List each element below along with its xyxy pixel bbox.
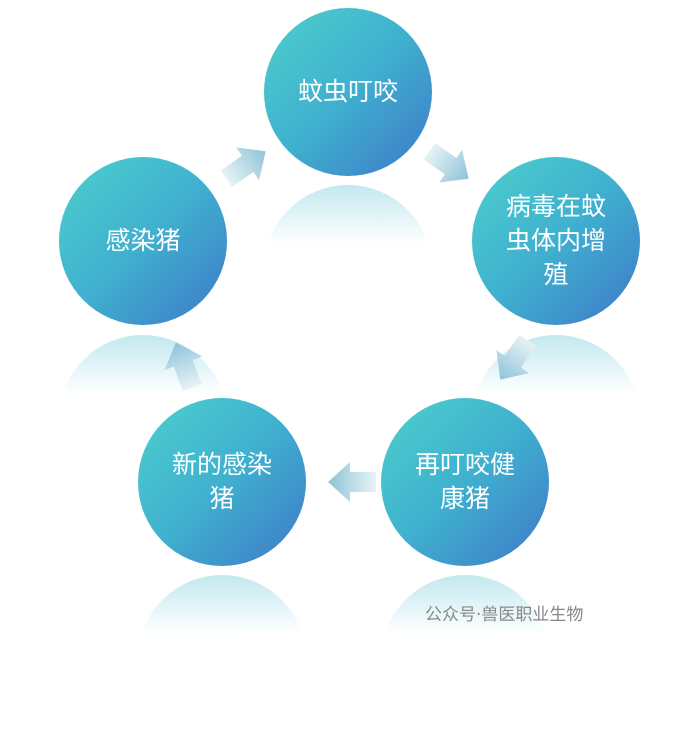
node-new-infected-pig: 新的感染猪	[138, 398, 306, 566]
arrow-icon	[496, 334, 536, 380]
arrow-icon	[423, 143, 469, 183]
reflection	[264, 185, 432, 353]
node-bite-healthy-pig: 再叮咬健康猪	[381, 398, 549, 566]
arrow-icon	[328, 462, 376, 502]
watermark: 公众号·兽医职业生物	[425, 605, 584, 625]
node-virus-replication: 病毒在蚊虫体内增殖	[472, 157, 640, 325]
reflection	[138, 575, 306, 743]
arrow-icon	[164, 342, 203, 391]
arrow-icon	[220, 147, 266, 187]
node-mosquito-bite: 蚊虫叮咬	[264, 8, 432, 176]
node-infected-pig: 感染猪	[59, 157, 227, 325]
